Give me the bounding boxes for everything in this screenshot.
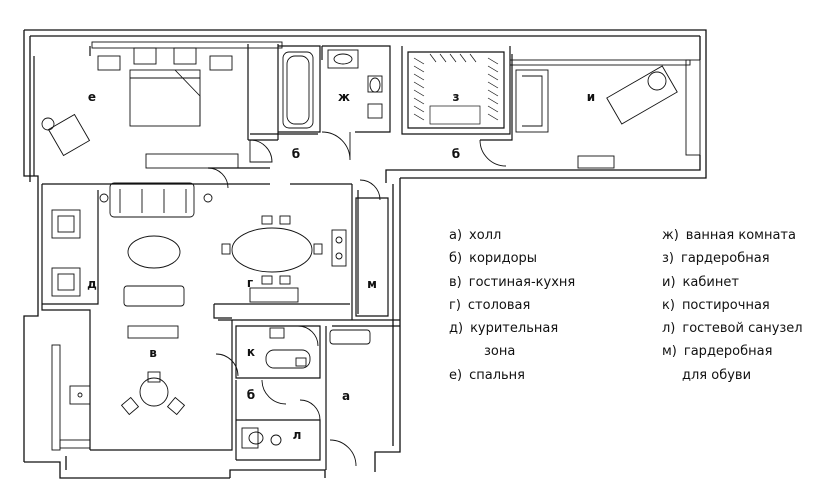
hall-bench (329, 329, 371, 345)
sink (327, 49, 359, 69)
service-fixtures (241, 327, 371, 449)
room-label-i: и (587, 90, 595, 104)
round-table (139, 377, 169, 407)
room-label-b-upper-right: б (452, 147, 460, 161)
tv-console (127, 325, 179, 339)
legend-item-e: е)спальня (449, 367, 525, 383)
legend-left: а)холл б)коридоры в)гостиная-кухня г)сто… (449, 224, 575, 387)
sofa (515, 69, 549, 133)
office-chair (647, 71, 667, 91)
room-label-e: е (88, 90, 96, 104)
bathroom-fixtures (282, 49, 383, 129)
room-label-a: а (342, 389, 350, 403)
legend-item-k: к)постирочная (662, 297, 770, 313)
pillow-right (173, 47, 197, 65)
dresser (145, 153, 239, 169)
legend-item-zh: ж)ванная комната (662, 228, 796, 243)
bathtub (282, 51, 314, 129)
room-label-z: з (453, 90, 460, 104)
pillow-left (133, 47, 157, 65)
wardrobe-hangers (413, 53, 499, 125)
cabinet-furniture (515, 65, 678, 169)
guest-sink (270, 434, 282, 446)
dining-table (231, 227, 313, 273)
armchair-smoke-1 (51, 209, 81, 239)
room-label-k: к (247, 345, 255, 359)
outer-walls (23, 29, 707, 479)
legend-item-z: з)гардеробная (662, 251, 770, 267)
legend-item-d: д)курительная (449, 321, 559, 337)
desk (606, 65, 678, 125)
door-swings (207, 131, 507, 467)
washer (265, 349, 311, 369)
room-label-m: м (367, 277, 377, 291)
kitchen-counter (249, 287, 299, 303)
side-table (41, 117, 55, 131)
legend-item-b: б)коридоры (449, 251, 538, 267)
room-label-g: г (247, 276, 253, 290)
legend-item-i: и)кабинет (662, 274, 739, 290)
room-label-b-lower: б (247, 388, 255, 402)
room-label-d: д (87, 277, 97, 291)
coffee-table (127, 235, 181, 269)
sofa-top (109, 182, 195, 218)
bidet (367, 103, 383, 119)
room-label-b-upper-left: б (292, 147, 300, 161)
room-labels: а б б б в г д е ж з и к л м (87, 90, 595, 442)
room-label-zh: ж (338, 90, 350, 104)
windows (51, 41, 701, 451)
legend-item-a: а)холл (449, 228, 502, 243)
legend-item-d-continued: зона (484, 344, 516, 360)
living-furniture (51, 182, 213, 416)
room-label-l: л (293, 428, 302, 442)
dining-furniture (221, 215, 347, 303)
bedroom-furniture (41, 47, 239, 169)
legend-right: ж)ванная комната з)гардеробная и)кабинет… (662, 224, 803, 387)
room-label-v: в (149, 346, 157, 360)
legend-item-m: м)гардеробная (662, 344, 773, 360)
legend-item-m-continued: для обуви (682, 367, 752, 383)
bench (123, 285, 185, 307)
side-cabinet (69, 385, 91, 405)
nightstand-right (209, 55, 233, 71)
legend-item-v: в)гостиная-кухня (449, 274, 576, 290)
nightstand-left (97, 55, 121, 71)
guest-toilet (241, 427, 259, 449)
legend-item-l: л)гостевой санузел (662, 321, 803, 337)
cabinet-shelf (577, 155, 615, 169)
legend-item-g: г)столовая (449, 297, 531, 313)
armchair-smoke-2 (51, 267, 81, 297)
interior-walls (33, 44, 513, 470)
cooktop (331, 229, 347, 267)
armchair (47, 113, 91, 157)
laundry-sink (269, 327, 285, 339)
ottoman (429, 105, 481, 125)
